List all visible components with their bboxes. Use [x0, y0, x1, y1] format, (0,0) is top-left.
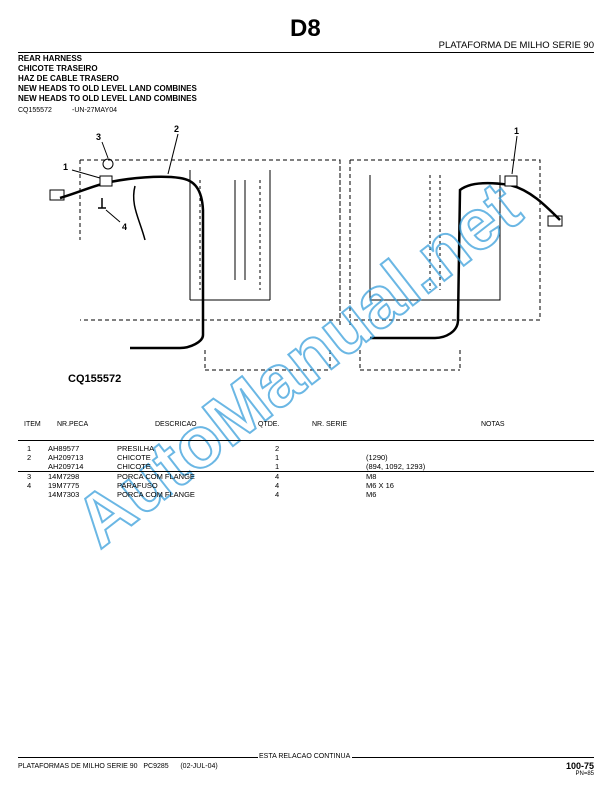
right-connector	[547, 215, 563, 227]
title-line: HAZ DE CABLE TRASERO	[18, 74, 119, 83]
cell-desc: PARAFUSO	[117, 481, 158, 490]
pn-number: PN=85	[575, 771, 594, 777]
title-line: NEW HEADS TO OLD LEVEL LAND COMBINES	[18, 94, 197, 103]
cell-item: 4	[27, 481, 32, 490]
footer-rule-right	[352, 757, 594, 758]
row-divider	[18, 471, 594, 472]
figure-ref-id: CQ155572	[18, 107, 52, 114]
right-clip	[504, 175, 518, 187]
col-desc-header: DESCRICAO	[155, 421, 197, 428]
cell-qty: 2	[275, 444, 280, 453]
nut	[102, 158, 114, 170]
col-part-header: NR.PECA	[57, 421, 89, 428]
footer-rule-left	[18, 757, 258, 758]
col-item-header: ITEM	[24, 421, 41, 428]
callout-2: 2	[174, 124, 179, 134]
left-harness	[59, 175, 205, 350]
cell-qty: 1	[275, 453, 280, 462]
bolt	[98, 198, 106, 209]
right-harness	[370, 181, 561, 340]
table-row: AH209714 CHICOTE 1 (894, 1092, 1293)	[0, 462, 612, 471]
table-row: 14M7303 PORCA COM FLANGE 4 M6	[0, 490, 612, 499]
page-code: D8	[290, 15, 321, 42]
cell-desc: PORCA COM FLANGE	[117, 472, 195, 481]
col-notes-header: NOTAS	[481, 421, 505, 428]
cell-qty: 4	[275, 490, 280, 499]
parts-table: 1 AH89577 PRESILHA 2 2 AH209713 CHICOTE …	[0, 444, 612, 504]
col-serial-header: NR. SERIE	[312, 421, 348, 428]
left-frame	[80, 159, 341, 321]
cell-qty: 1	[275, 462, 280, 471]
table-row: 1 AH89577 PRESILHA 2	[0, 444, 612, 453]
cell-part: AH209714	[48, 462, 84, 471]
cell-part: 19M7775	[48, 481, 80, 490]
cell-notes: (894, 1092, 1293)	[366, 462, 426, 471]
cell-desc: CHICOTE	[117, 462, 151, 471]
cell-qty: 4	[275, 481, 280, 490]
cell-part: AH209713	[48, 453, 84, 462]
cell-notes: M6	[366, 490, 377, 499]
table-header-rule	[18, 440, 594, 441]
table-row: 2 AH209713 CHICOTE 1 (1290)	[0, 453, 612, 462]
title-block: REAR HARNESS CHICOTE TRASEIRO HAZ DE CAB…	[18, 54, 197, 104]
table-row: 3 14M7298 PORCA COM FLANGE 4 M8	[0, 472, 612, 481]
page-number: 100-75	[565, 761, 594, 771]
cell-part: 14M7298	[48, 472, 80, 481]
callout-4: 4	[122, 222, 127, 232]
cell-desc: PORCA COM FLANGE	[117, 490, 195, 499]
footer-left: PLATAFORMAS DE MILHO SERIE 90 PC9285 (02…	[18, 763, 218, 770]
figure-ref-date: -UN-27MAY04	[72, 107, 117, 114]
cell-desc: CHICOTE	[117, 453, 151, 462]
cell-desc: PRESILHA	[117, 444, 155, 453]
title-line: CHICOTE TRASEIRO	[18, 64, 98, 73]
callout-3: 3	[96, 132, 101, 142]
section-title: PLATAFORMA DE MILHO SERIE 90	[438, 40, 594, 51]
parts-diagram: 1 2 3 4 1	[49, 124, 563, 371]
cell-item: 3	[27, 472, 32, 481]
left-clip	[99, 175, 113, 187]
cell-qty: 4	[275, 472, 280, 481]
cell-notes: M8	[366, 472, 377, 481]
title-line: REAR HARNESS	[18, 54, 83, 63]
cell-part: 14M7303	[48, 490, 80, 499]
cell-notes: (1290)	[366, 453, 388, 462]
cell-part: AH89577	[48, 444, 80, 453]
cell-notes: M6 X 16	[366, 481, 394, 490]
header-rule	[18, 52, 594, 53]
title-line: NEW HEADS TO OLD LEVEL LAND COMBINES	[18, 84, 197, 93]
right-frame	[350, 159, 541, 321]
figure-label: CQ155572	[68, 373, 122, 385]
callout-1-left: 1	[63, 162, 68, 172]
callout-1-right: 1	[514, 126, 519, 136]
continues-note: ESTA RELACAO CONTINUA	[259, 753, 351, 760]
cell-item: 1	[27, 444, 32, 453]
left-connector	[49, 189, 65, 201]
col-qty-header: QTDE.	[258, 421, 280, 428]
cell-item: 2	[27, 453, 32, 462]
table-row: 4 19M7775 PARAFUSO 4 M6 X 16	[0, 481, 612, 490]
